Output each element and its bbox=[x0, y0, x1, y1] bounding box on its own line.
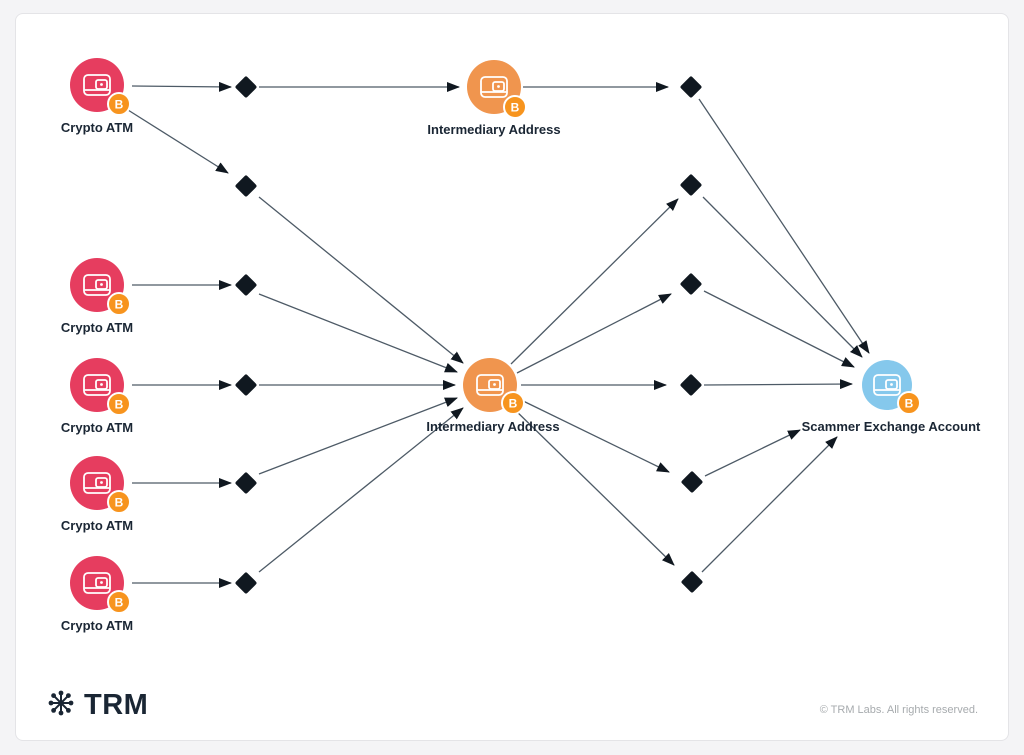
flow-arrow bbox=[258, 397, 458, 475]
node-label: Crypto ATM bbox=[61, 120, 133, 135]
flow-arrow bbox=[703, 290, 855, 368]
transaction-diamond bbox=[235, 175, 257, 197]
intermediary-address-node: B bbox=[463, 358, 525, 415]
bitcoin-badge-icon: B bbox=[107, 392, 131, 416]
svg-text:B: B bbox=[115, 397, 124, 411]
transaction-diamond bbox=[681, 471, 703, 493]
transaction-diamond bbox=[235, 76, 257, 98]
svg-text:B: B bbox=[115, 595, 124, 609]
node-label: Crypto ATM bbox=[61, 320, 133, 335]
intermediary-address-node: B bbox=[467, 60, 527, 119]
flow-arrow bbox=[258, 407, 464, 573]
svg-text:B: B bbox=[511, 100, 520, 114]
bitcoin-badge-icon: B bbox=[503, 95, 527, 119]
crypto-atm-node: B bbox=[70, 358, 131, 416]
svg-text:B: B bbox=[509, 396, 518, 410]
brand-wordmark: TRM bbox=[84, 689, 148, 721]
node-label: Intermediary Address bbox=[427, 122, 560, 137]
transaction-diamond bbox=[235, 274, 257, 296]
bitcoin-badge-icon: B bbox=[897, 391, 921, 415]
transaction-diamond bbox=[680, 273, 702, 295]
node-label: Crypto ATM bbox=[61, 518, 133, 533]
bitcoin-badge-icon: B bbox=[107, 490, 131, 514]
crypto-atm-node: B bbox=[70, 456, 131, 514]
flow-arrow bbox=[510, 198, 679, 365]
node-label: Intermediary Address bbox=[426, 419, 559, 434]
flow-arrow bbox=[131, 81, 232, 92]
flow-arrow bbox=[516, 293, 672, 374]
transaction-diamond bbox=[235, 472, 257, 494]
copyright-text: © TRM Labs. All rights reserved. bbox=[820, 704, 978, 716]
transaction-diamonds bbox=[235, 76, 703, 594]
flow-arrow bbox=[698, 98, 870, 354]
transaction-diamond bbox=[680, 374, 702, 396]
flow-arrows bbox=[127, 81, 870, 588]
flow-arrow bbox=[703, 379, 853, 390]
transaction-diamond bbox=[235, 572, 257, 594]
flow-arrow bbox=[702, 196, 863, 358]
bitcoin-badge-icon: B bbox=[107, 590, 131, 614]
trm-starburst-icon bbox=[48, 690, 74, 716]
node-label: Scammer Exchange Account bbox=[802, 419, 981, 434]
node-label: Crypto ATM bbox=[61, 618, 133, 633]
transaction-diamond bbox=[681, 571, 703, 593]
flow-arrow bbox=[127, 109, 229, 174]
bitcoin-badge-icon: B bbox=[107, 92, 131, 116]
flow-arrow bbox=[258, 293, 458, 373]
flow-arrow bbox=[510, 405, 675, 566]
crypto-atm-node: B bbox=[70, 556, 131, 614]
flow-arrow bbox=[516, 397, 670, 473]
transaction-diamond bbox=[680, 76, 702, 98]
bitcoin-badge-icon: B bbox=[107, 292, 131, 316]
svg-text:B: B bbox=[115, 97, 124, 111]
transaction-diamond bbox=[235, 374, 257, 396]
crypto-atm-node: B bbox=[70, 258, 131, 316]
bitcoin-badge-icon: B bbox=[501, 391, 525, 415]
svg-text:B: B bbox=[115, 297, 124, 311]
node-label: Crypto ATM bbox=[61, 420, 133, 435]
transaction-diamond bbox=[680, 174, 702, 196]
svg-text:B: B bbox=[905, 396, 914, 410]
trm-logo: TRM bbox=[48, 689, 148, 721]
svg-text:B: B bbox=[115, 495, 124, 509]
scammer-exchange-node: B bbox=[862, 360, 921, 415]
flow-arrow bbox=[258, 196, 464, 364]
flow-arrow bbox=[701, 436, 838, 573]
flow-arrow bbox=[704, 429, 801, 477]
crypto-atm-node: B bbox=[70, 58, 131, 116]
